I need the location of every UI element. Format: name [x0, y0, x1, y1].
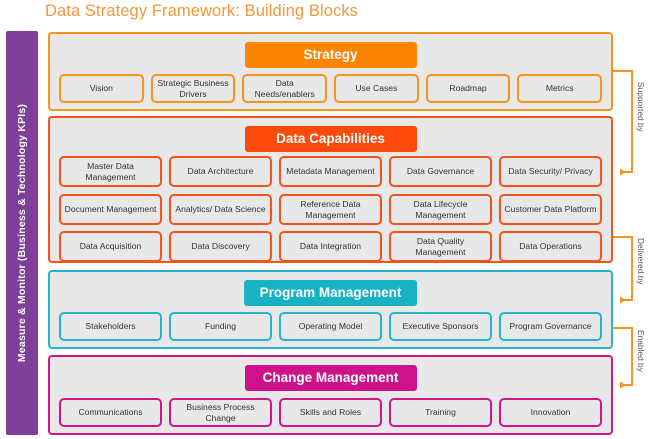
panel-header-data-capabilities: Data Capabilities — [244, 126, 417, 152]
capability-label: Communications — [78, 407, 143, 418]
capability-label: Business Process Change — [186, 402, 255, 423]
capability-box[interactable]: Data Governance — [389, 156, 492, 187]
capability-label: Stakeholders — [85, 321, 136, 332]
capability-label: Data Integration — [299, 241, 362, 252]
capability-box[interactable]: Data Lifecycle Management — [389, 194, 492, 225]
capability-label: Skills and Roles — [299, 407, 362, 418]
panel-header-strategy: Strategy — [244, 42, 417, 68]
capability-label: Analytics/ Data Science — [175, 204, 266, 215]
capability-box[interactable]: Data Acquisition — [59, 231, 162, 262]
capability-label: Data Needs/enablers — [254, 78, 315, 99]
capability-label: Metrics — [545, 83, 574, 94]
capability-box[interactable]: Executive Sponsors — [389, 312, 492, 341]
capability-label: Reference Data Management — [300, 199, 361, 220]
capability-label: Data Quality Management — [415, 236, 466, 257]
capability-box[interactable]: Data Discovery — [169, 231, 272, 262]
capabilities-row-3: Data Acquisition Data Discovery Data Int… — [59, 231, 602, 262]
connector-delivered-by — [613, 236, 633, 304]
capability-label: Customer Data Platform — [504, 204, 597, 215]
capabilities-row-2: Document Management Analytics/ Data Scie… — [59, 194, 602, 225]
capability-label: Data Security/ Privacy — [508, 166, 593, 177]
capability-box[interactable]: Stakeholders — [59, 312, 162, 341]
capability-box[interactable]: Roadmap — [425, 74, 511, 103]
capability-box[interactable]: Strategic Business Drivers — [150, 74, 236, 103]
capability-box[interactable]: Funding — [169, 312, 272, 341]
capability-label: Funding — [204, 321, 237, 332]
connector-enabled-by — [613, 327, 633, 389]
kpi-bar-label: Measure & Monitor (Business & Technology… — [16, 103, 28, 363]
capability-label: Program Governance — [509, 321, 592, 332]
capability-box[interactable]: Use Cases — [334, 74, 419, 103]
connector-supported-by — [613, 70, 633, 176]
capability-box[interactable]: Analytics/ Data Science — [169, 194, 272, 225]
strategy-row-1: Vision Strategic Business Drivers Data N… — [59, 74, 603, 103]
capability-box[interactable]: Metrics — [517, 74, 603, 103]
panel-header-change-management: Change Management — [244, 365, 417, 391]
capability-label: Strategic Business Drivers — [157, 78, 229, 99]
capability-box[interactable]: Data Integration — [279, 231, 382, 262]
capability-box[interactable]: Reference Data Management — [279, 194, 382, 225]
capability-label: Operating Model — [298, 321, 363, 332]
capability-box[interactable]: Document Management — [59, 194, 162, 225]
capability-label: Innovation — [530, 407, 571, 418]
capability-box[interactable]: Metadata Management — [279, 156, 382, 187]
panel-program-management: Program Management Stakeholders Funding … — [48, 270, 613, 349]
capability-label: Data Architecture — [187, 166, 254, 177]
capability-label: Data Governance — [406, 166, 475, 177]
capability-box[interactable]: Master Data Management — [59, 156, 162, 187]
capability-label: Use Cases — [355, 83, 398, 94]
panel-strategy: Strategy Vision Strategic Business Drive… — [48, 32, 613, 111]
page-title: Data Strategy Framework: Building Blocks — [45, 2, 359, 20]
capability-label: Master Data Management — [85, 161, 136, 182]
capability-box[interactable]: Vision — [59, 74, 144, 103]
measure-monitor-kpi-bar: Measure & Monitor (Business & Technology… — [6, 31, 38, 435]
connector-label-supported-by: Supported by — [636, 82, 646, 132]
connector-label-enabled-by: Enabled by — [636, 330, 646, 372]
capability-box[interactable]: Data Architecture — [169, 156, 272, 187]
program-row-1: Stakeholders Funding Operating Model Exe… — [59, 312, 602, 341]
capabilities-row-1: Master Data Management Data Architecture… — [59, 156, 602, 187]
capability-box[interactable]: Customer Data Platform — [499, 194, 602, 225]
capability-box[interactable]: Operating Model — [279, 312, 382, 341]
capability-box[interactable]: Data Operations — [499, 231, 602, 262]
capability-label: Vision — [89, 83, 113, 94]
panel-header-program-management: Program Management — [243, 280, 418, 306]
connector-label-delivered-by: Delivered by — [636, 238, 646, 285]
capability-label: Training — [425, 407, 456, 418]
panel-change-management: Change Management Communications Busines… — [48, 355, 613, 435]
capability-label: Roadmap — [449, 83, 487, 94]
capability-box[interactable]: Data Quality Management — [389, 231, 492, 262]
capability-label: Executive Sponsors — [402, 321, 479, 332]
change-row-1: Communications Business Process Change S… — [59, 398, 602, 427]
capability-box[interactable]: Skills and Roles — [279, 398, 382, 427]
capability-box[interactable]: Innovation — [499, 398, 602, 427]
capability-label: Data Acquisition — [79, 241, 142, 252]
capability-label: Document Management — [64, 204, 157, 215]
capability-label: Data Discovery — [191, 241, 250, 252]
capability-box[interactable]: Communications — [59, 398, 162, 427]
capability-box[interactable]: Program Governance — [499, 312, 602, 341]
panel-data-capabilities: Data Capabilities Master Data Management… — [48, 116, 613, 263]
capability-box[interactable]: Data Needs/enablers — [242, 74, 328, 103]
capability-box[interactable]: Data Security/ Privacy — [499, 156, 602, 187]
capability-box[interactable]: Training — [389, 398, 492, 427]
capability-label: Data Operations — [519, 241, 582, 252]
capability-label: Data Lifecycle Management — [413, 199, 468, 220]
capability-box[interactable]: Business Process Change — [169, 398, 272, 427]
capability-label: Metadata Management — [286, 166, 375, 177]
